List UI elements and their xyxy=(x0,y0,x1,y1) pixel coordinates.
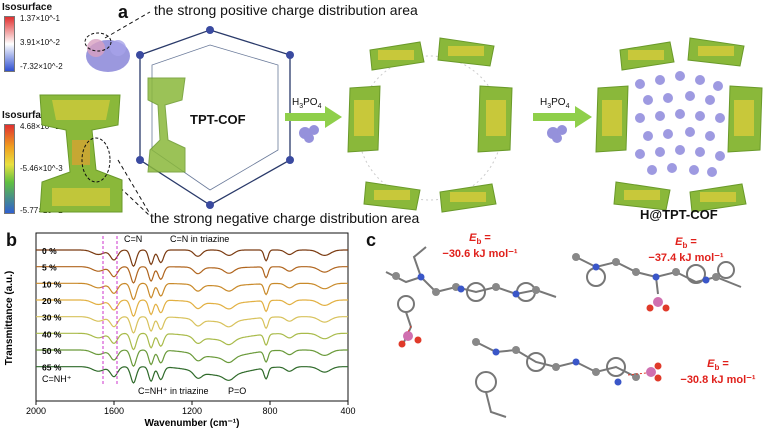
ftir-series-line xyxy=(36,332,348,351)
phosphoric-acid-3 xyxy=(646,362,662,382)
legend-label: 50 % xyxy=(42,346,62,356)
structure-1 xyxy=(385,246,557,343)
panel-c-letter: c xyxy=(366,230,377,250)
h3po4-isosurface xyxy=(84,32,130,72)
reaction-arrow-2 xyxy=(533,106,592,128)
callout-leader-negative-1 xyxy=(117,159,151,215)
tpt-cof-label: TPT-COF xyxy=(190,112,246,127)
x-tick-label: 1200 xyxy=(182,406,202,416)
colorbar-bottom xyxy=(4,124,15,214)
ftir-series-line xyxy=(36,349,348,368)
legend-label: 10 % xyxy=(42,279,62,289)
ann-cn: C=N xyxy=(124,234,142,244)
h-tpt-cof-label: H@TPT-COF xyxy=(640,207,718,222)
phosphoric-acid-1 xyxy=(398,331,422,348)
colorbar-top-tick: 1.37×10^-1 xyxy=(20,14,61,23)
binding-energy-1: Eb = −30.6 kJ mol⁻¹ xyxy=(442,232,518,261)
ann-po: P=O xyxy=(228,386,246,396)
legend-label: 40 % xyxy=(42,329,62,339)
x-axis-label: Wavenumber (cm⁻¹) xyxy=(145,418,240,428)
panel-a-graphics xyxy=(39,11,763,217)
positive-charge-callout: the strong positive charge distribution … xyxy=(154,2,418,18)
panel-b-letter: b xyxy=(6,230,17,250)
tpt-cof-structure xyxy=(136,26,294,209)
ftir-chart: 2000 1600 1200 800 400 0 % 5 % 10 % 20 % 30 % 40 … xyxy=(4,232,356,428)
y-axis-label: Transmittance (a.u.) xyxy=(4,271,15,365)
colorbar-bottom-title: Isosurface xyxy=(2,110,53,121)
ann-cnh-triazine: C=NH⁺ in triazine xyxy=(138,386,209,396)
monomer-isosurface xyxy=(39,94,123,213)
ftir-series-line xyxy=(36,299,348,318)
ftir-series-line xyxy=(36,316,348,334)
negative-charge-callout: the strong negative charge distribution … xyxy=(150,210,420,226)
acid-molecule-1 xyxy=(299,125,319,143)
phosphoric-acid-2 xyxy=(646,297,670,312)
binding-structures xyxy=(385,246,742,418)
x-tick-label: 800 xyxy=(262,406,277,416)
h3po4-label-2: H3PO4 xyxy=(540,97,570,110)
legend-label: 65 % xyxy=(42,363,62,373)
callout-leader-positive xyxy=(104,11,151,39)
structure-3 xyxy=(475,341,637,418)
cof-fragment-isosurface xyxy=(147,77,186,173)
x-tick-label: 400 xyxy=(340,406,355,416)
colorbar-top-tick: -7.32×10^-2 xyxy=(20,62,63,71)
reaction-arrow-1 xyxy=(285,106,342,128)
x-tick-label: 2000 xyxy=(26,406,46,416)
ftir-series-line xyxy=(36,249,348,268)
x-tick-label: 1600 xyxy=(104,406,124,416)
colorbar-top-title: Isosurface xyxy=(2,2,53,13)
panel-a-letter: a xyxy=(118,2,129,22)
ann-cn-triazine: C=N in triazine xyxy=(170,234,229,244)
cof-ring-middle-highlights xyxy=(354,46,506,202)
ftir-series-line xyxy=(36,366,348,384)
acid-molecules-in-pore xyxy=(635,71,725,177)
colorbar-top xyxy=(4,16,15,72)
colorbar-top-tick: 3.91×10^-2 xyxy=(20,38,61,47)
acid-molecule-2 xyxy=(547,125,567,143)
legend-label: 20 % xyxy=(42,296,62,306)
ftir-series-line xyxy=(36,266,348,284)
ann-cnh: C=NH⁺ xyxy=(42,374,72,384)
cof-ring-loaded-highlights xyxy=(602,46,754,202)
colorbar-bottom-tick: -5.46×10^-3 xyxy=(20,164,63,173)
colorbar-bottom-tick: 4.68×10^-2 xyxy=(20,122,61,131)
legend-label: 0 % xyxy=(42,246,57,256)
binding-energy-2: Eb = −37.4 kJ mol⁻¹ xyxy=(648,236,724,265)
legend-label: 5 % xyxy=(42,263,57,273)
ftir-series-line xyxy=(36,282,348,301)
binding-energy-3: Eb = −30.8 kJ mol⁻¹ xyxy=(680,358,756,387)
legend-label: 30 % xyxy=(42,313,62,323)
h3po4-label-1: H3PO4 xyxy=(292,97,322,110)
